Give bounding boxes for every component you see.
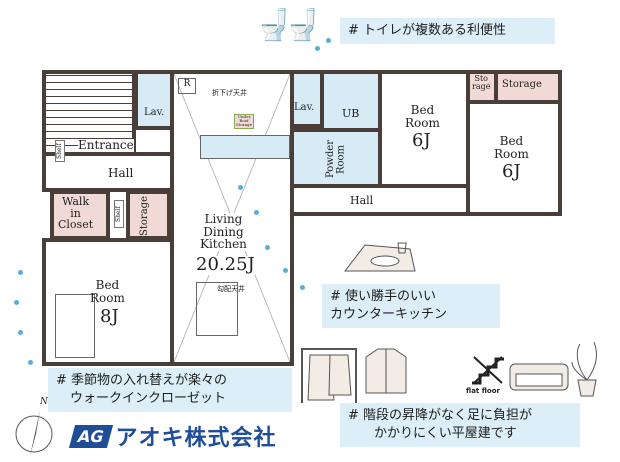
toilet-icon: 🚽 [284,8,322,43]
shirt-icon [365,348,407,394]
kitchen-icon [343,242,416,272]
under-roof-storage: Under Roof Storage [234,114,254,129]
ceiling-note-sloped: 勾配天井 [217,285,245,293]
callout-flat: # 階段の昇降がなく足に負担が かかりにくい平屋建です [340,403,580,447]
entrance-label: Entrance [78,138,134,152]
storage-right-label: Storage [502,79,542,90]
flat-floor-label: flat floor [466,387,500,395]
ldk-size: 20.25J [196,254,255,275]
callout-closet: # 季節物の入れ替えが楽々の ウォークインクローゼット [48,368,292,412]
shelf-1: Shelf [114,200,124,228]
lavatory-right [290,70,324,128]
unit-bath [320,70,382,132]
bedroom-8-size: 8J [100,306,119,327]
ub-label: UB [342,107,360,120]
bedroom-6b-size: 6J [502,161,521,182]
plant-icon [571,341,597,397]
dot [28,360,33,365]
sofa-icon [509,363,569,391]
bedroom-6a-label: Bed Room [405,103,440,130]
compass-north-label: N [40,397,48,407]
toilet-icon: 🚽 [255,8,293,43]
entrance [42,70,136,156]
wic-label: Walk in Closet [58,195,94,232]
company-logo: AG アオキ株式会社 [68,420,277,452]
ldk-label: Living Dining Kitchen [200,212,247,252]
callout-flat-line2: かかりにくい平屋建です [374,426,517,441]
dot [18,270,23,275]
dot [300,285,305,290]
powder-room [290,128,382,188]
dot [326,38,331,43]
callout-kitchen-line2: カウンターキッチン [330,307,448,322]
no-stairs-icon [472,356,504,385]
clothes-rack-icon [301,348,357,403]
kitchen-counter [200,135,290,159]
dot [238,185,243,190]
bedroom-6b-label: Bed Room [494,134,529,161]
refrigerator: R [178,78,196,94]
logo-mark: AG [68,424,113,448]
storage-left [126,190,171,240]
bedroom-8-label: Bed Room [90,278,125,305]
callout-kitchen: # 使い勝手のいい カウンターキッチン [322,284,500,328]
storage-left-label: Storage [139,196,150,236]
shelf-2: Shelf [55,140,65,162]
dot [283,268,288,273]
dot [254,210,259,215]
dot [18,330,23,335]
callout-kitchen-line1: # 使い勝手のいい [330,289,437,304]
hall-right [290,184,470,216]
bedroom-6a [378,70,470,200]
hall-right-label: Hall [350,194,374,207]
callout-toilet: # トイレが複数ある利便性 [340,18,555,44]
lav-label-left: Lav. [144,107,165,118]
sofa-furniture [196,282,238,336]
bedroom-6b [466,100,562,216]
callout-flat-line1: # 階段の昇降がなく足に負担が [348,408,533,423]
bed-icon [55,294,95,358]
dot [265,245,270,250]
powder-room-label: Powder Room [325,140,347,179]
dot [315,46,320,51]
bedroom-6a-size: 6J [412,130,431,151]
compass-icon [15,410,53,456]
callout-closet-line1: # 季節物の入れ替えが楽々の [56,373,228,388]
logo-name: アオキ株式会社 [115,426,277,451]
callout-closet-line2: ウォークインクローゼット [70,391,227,406]
storage-small-label: Sto rage [472,74,491,92]
ceiling-note-lowered: 折下げ天井 [212,89,247,97]
lav-label-right: Lav. [294,102,315,113]
lavatory-left [134,70,174,130]
dot [14,300,19,305]
bedroom-8 [42,238,174,366]
hall-left-label: Hall [108,166,134,180]
